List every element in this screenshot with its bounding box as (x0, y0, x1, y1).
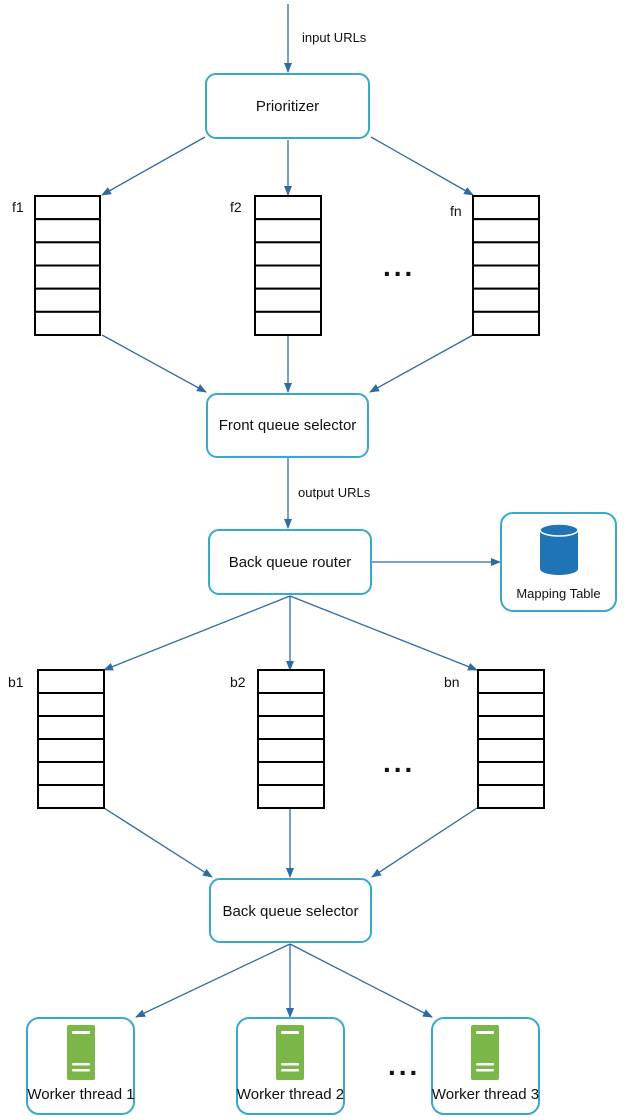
prioritizer-node[interactable]: Prioritizer (205, 73, 370, 139)
queue-slot (477, 692, 545, 717)
database-icon (539, 523, 579, 575)
edge-router-b1 (103, 595, 291, 671)
front-queue-label-fn: fn (450, 203, 462, 219)
front-queue-f1[interactable] (34, 195, 101, 336)
edge-back-selector-worker1 (135, 943, 291, 1018)
edge-label-input: input URLs (302, 30, 367, 45)
server-icon (276, 1025, 304, 1080)
back-queues-ellipsis: ... (383, 747, 415, 778)
edges (101, 4, 501, 1018)
queue-slot (257, 784, 325, 809)
queue-slot (472, 287, 540, 313)
queue-slot (37, 692, 105, 717)
queue-slot (37, 761, 105, 786)
queue-slot (472, 195, 540, 221)
queue-slot (254, 241, 322, 267)
queue-slot (257, 669, 325, 694)
queue-slot (477, 761, 545, 786)
front-queue-selector-node[interactable]: Front queue selector (206, 393, 369, 458)
queue-slot (34, 218, 101, 244)
edge-bn-back-selector (371, 807, 478, 878)
edge-router-bn (289, 595, 478, 671)
edge-label-output: output URLs (298, 485, 371, 500)
edge-prioritizer-fn (370, 136, 474, 196)
queue-slot (34, 310, 101, 336)
front-queue-selector-label: Front queue selector (219, 417, 357, 434)
queue-slot (37, 784, 105, 809)
queue-slot (254, 195, 322, 221)
back-queue-label-bn: bn (444, 674, 460, 690)
prioritizer-label: Prioritizer (256, 98, 319, 115)
queue-slot (254, 287, 322, 313)
queue-slot (477, 715, 545, 740)
queue-slot (254, 218, 322, 244)
queue-slot (472, 218, 540, 244)
back-queue-selector-label: Back queue selector (223, 903, 359, 920)
queue-slot (477, 784, 545, 809)
server-icon (471, 1025, 499, 1080)
queue-slot (34, 287, 101, 313)
back-queue-b2[interactable] (257, 669, 325, 809)
server-icon (67, 1025, 95, 1080)
queue-slot (472, 241, 540, 267)
queue-slot (254, 310, 322, 336)
worker-thread-2-node[interactable]: Worker thread 2 (236, 1017, 345, 1115)
back-queue-router-node[interactable]: Back queue router (208, 529, 372, 595)
back-queue-selector-node[interactable]: Back queue selector (209, 878, 372, 943)
mapping-table-node[interactable]: Mapping Table (500, 512, 617, 612)
worker-thread-1-node[interactable]: Worker thread 1 (26, 1017, 135, 1115)
queue-slot (37, 738, 105, 763)
front-queue-label-f2: f2 (230, 199, 242, 215)
queue-slot (37, 669, 105, 694)
queue-slot (34, 195, 101, 221)
edge-prioritizer-f1 (101, 136, 206, 196)
edge-b1-back-selector (103, 807, 213, 878)
front-queue-fn[interactable] (472, 195, 540, 336)
queue-slot (34, 241, 101, 267)
back-queue-bn[interactable] (477, 669, 545, 809)
edge-f1-front-selector (101, 334, 207, 393)
mapping-table-label: Mapping Table (516, 586, 600, 601)
front-queue-label-f1: f1 (12, 199, 24, 215)
queue-slot (472, 264, 540, 290)
edge-back-selector-worker3 (289, 943, 433, 1018)
back-queue-label-b2: b2 (230, 674, 246, 690)
edge-fn-front-selector (369, 334, 474, 393)
queue-slot (34, 264, 101, 290)
queue-slot (477, 669, 545, 694)
queue-slot (472, 310, 540, 336)
queue-slot (254, 264, 322, 290)
back-queue-label-b1: b1 (8, 674, 24, 690)
worker-thread-2-label: Worker thread 2 (237, 1086, 344, 1103)
queue-slot (257, 715, 325, 740)
queue-slot (477, 738, 545, 763)
queue-slot (257, 761, 325, 786)
queue-slot (257, 692, 325, 717)
front-queues-ellipsis: ... (383, 251, 415, 282)
front-queue-f2[interactable] (254, 195, 322, 336)
worker-thread-3-node[interactable]: Worker thread 3 (431, 1017, 540, 1115)
worker-thread-1-label: Worker thread 1 (27, 1086, 134, 1103)
workers-ellipsis: ... (388, 1050, 420, 1081)
queue-slot (257, 738, 325, 763)
worker-thread-3-label: Worker thread 3 (432, 1086, 539, 1103)
queue-slot (37, 715, 105, 740)
back-queue-b1[interactable] (37, 669, 105, 809)
back-queue-router-label: Back queue router (229, 554, 352, 571)
